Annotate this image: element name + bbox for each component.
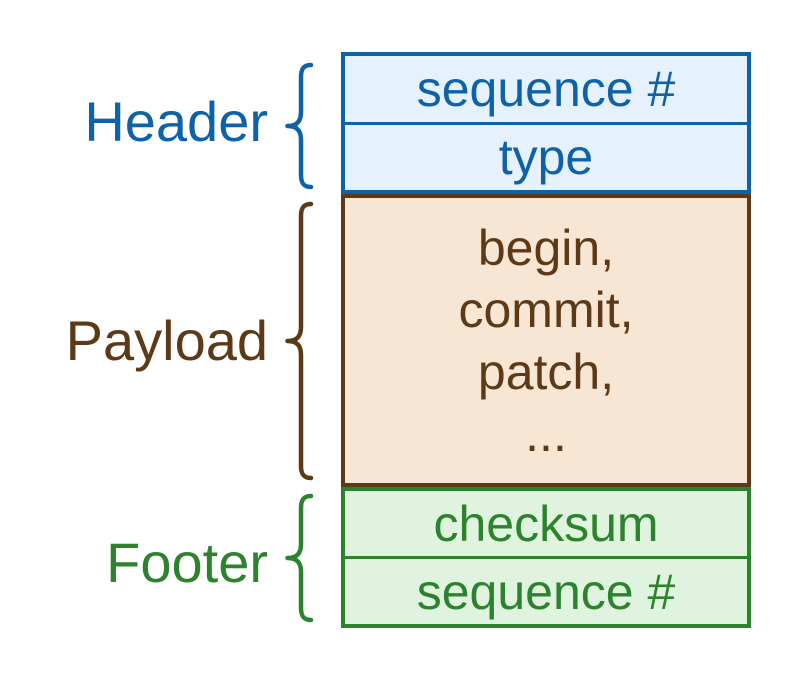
header-field-type: type <box>498 129 594 186</box>
footer-row-divider <box>345 556 747 559</box>
payload-box: begin, commit, patch, ... <box>341 194 751 487</box>
footer-field-checksum: checksum <box>433 495 659 552</box>
footer-brace-icon <box>285 493 314 623</box>
header-section-label: Header <box>84 90 268 153</box>
footer-section-label: Footer <box>106 531 268 594</box>
header-brace-icon <box>285 62 314 190</box>
header-box: sequence # type <box>341 52 751 194</box>
footer-box: checksum sequence # <box>341 487 751 628</box>
payload-line-patch: patch, <box>477 343 615 400</box>
payload-line-begin: begin, <box>477 219 615 276</box>
header-row-divider <box>345 121 747 125</box>
header-field-sequence: sequence # <box>416 60 676 117</box>
footer-field-sequence: sequence # <box>416 563 676 620</box>
payload-line-ellipsis: ... <box>525 405 567 462</box>
payload-line-commit: commit, <box>458 281 634 338</box>
payload-brace-icon <box>285 201 314 481</box>
payload-section-label: Payload <box>65 309 268 372</box>
